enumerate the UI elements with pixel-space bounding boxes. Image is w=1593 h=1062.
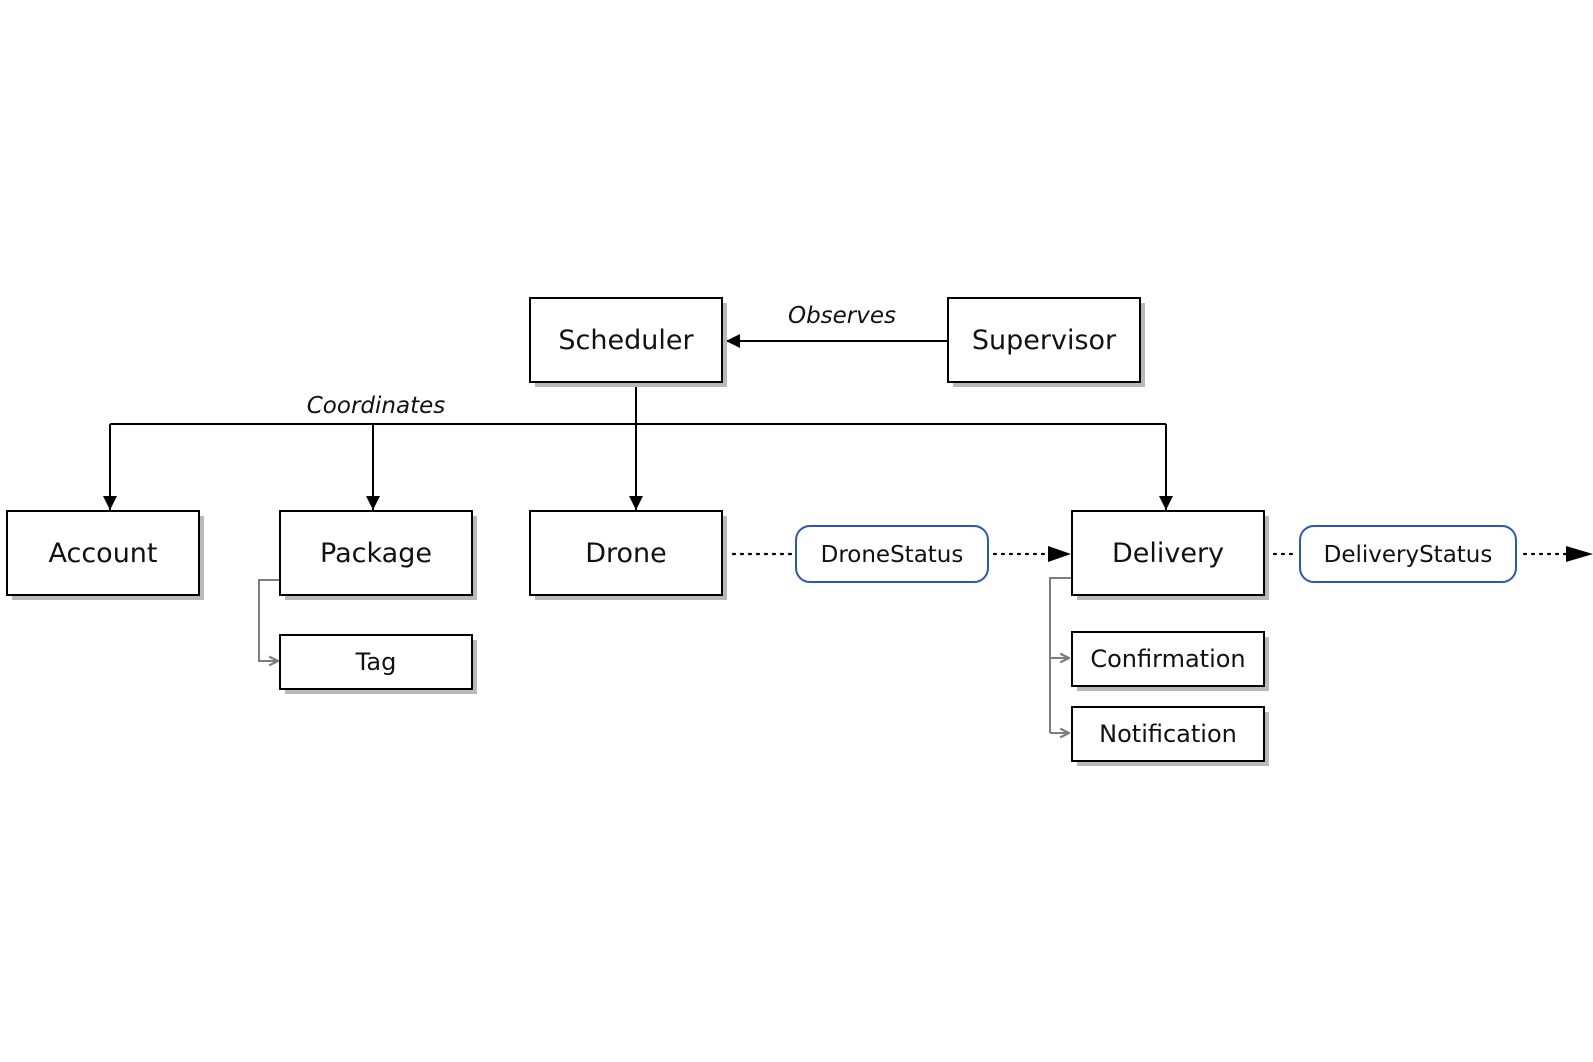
coordinates-label: Coordinates [307,393,445,419]
confirmation-node[interactable]: Confirmation [1071,631,1269,691]
deliverystatus-label: DeliveryStatus [1324,542,1493,568]
supervisor-node[interactable]: Supervisor [947,297,1145,387]
edges [103,334,1593,733]
scheduler-node[interactable]: Scheduler [529,297,727,387]
delivery-sub-connector [1049,577,1072,733]
notification-label: Notification [1099,720,1237,748]
package-node[interactable]: Package [279,510,477,600]
account-node[interactable]: Account [6,510,204,600]
delivery-node[interactable]: Delivery [1071,510,1269,600]
notification-node[interactable]: Notification [1071,706,1269,766]
scheduler-label: Scheduler [558,325,694,356]
supervisor-label: Supervisor [972,325,1117,356]
tag-node[interactable]: Tag [279,634,477,694]
account-label: Account [48,538,157,569]
drone-label: Drone [585,538,667,569]
delivery-label: Delivery [1112,538,1224,569]
deliverystatus-out-arrowhead [1566,546,1593,562]
package-tag-connector [258,579,280,661]
dronestatus-node[interactable]: DroneStatus [795,525,989,583]
package-label: Package [320,538,432,569]
drone-node[interactable]: Drone [529,510,727,600]
dronestatus-arrowhead [1048,546,1071,562]
observes-label: Observes [788,303,896,329]
deliverystatus-node[interactable]: DeliveryStatus [1299,525,1517,583]
tag-label: Tag [355,648,397,676]
dronestatus-label: DroneStatus [821,542,964,568]
confirmation-label: Confirmation [1090,645,1245,673]
